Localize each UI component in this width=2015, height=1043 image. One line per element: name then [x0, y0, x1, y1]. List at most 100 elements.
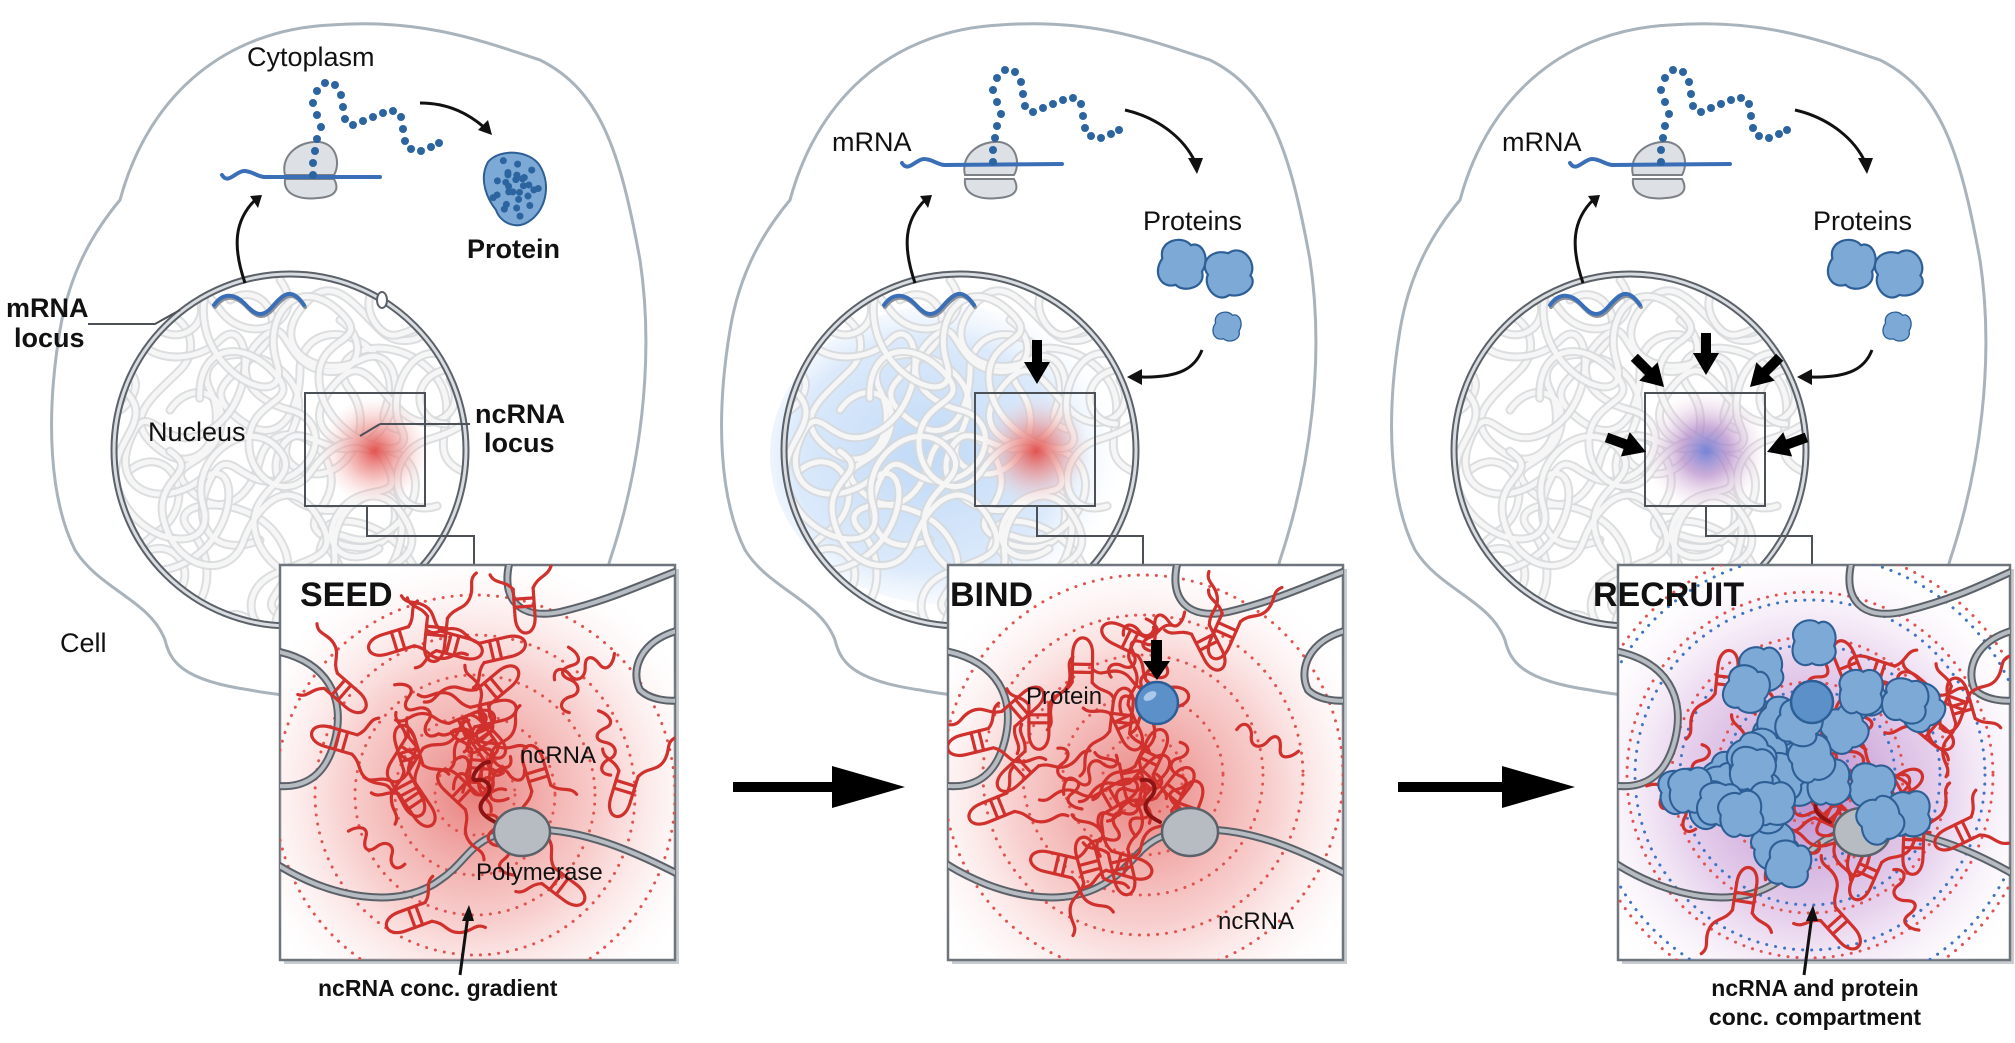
ncrna-gradient-ring: [981, 613, 1305, 937]
amino-acid-bead: [1017, 78, 1025, 86]
amino-acid-bead: [309, 159, 317, 167]
compartment-pointer-arrow: [1802, 914, 1814, 976]
amino-acid-bead: [1745, 100, 1753, 108]
transition-arrow-1: [733, 766, 905, 808]
ncrna-gradient-ring: [1061, 693, 1225, 857]
ncrna-gradient-ring: [313, 633, 637, 957]
folded-bead: [505, 188, 513, 196]
amino-acid-bead: [1749, 124, 1757, 132]
gradient-pointer-arrow: [458, 914, 470, 976]
mrna-locus-strand: [882, 292, 976, 316]
amino-acid-bead: [317, 123, 325, 131]
recruited-protein: [1763, 838, 1814, 890]
amino-acid-bead: [989, 86, 997, 94]
label-cytoplasm: Cytoplasm: [247, 42, 375, 72]
folded-bead: [516, 212, 524, 220]
label-mrna: mRNA: [1502, 127, 1582, 157]
amino-acid-bead: [313, 111, 321, 119]
ncrna-gradient-ring: [393, 713, 557, 877]
protein-icon: [1156, 238, 1207, 290]
amino-acid-bead: [331, 81, 339, 89]
amino-acid-bead: [337, 91, 345, 99]
mrna-locus-strand: [1548, 292, 1642, 316]
label-ncrna-locus-2: locus: [484, 428, 555, 458]
folded-bead: [493, 177, 501, 185]
detail-label-polymerase: Polymerase: [476, 859, 603, 886]
detail-label-ncrna: ncRNA: [1218, 908, 1294, 935]
folded-bead: [526, 201, 534, 209]
amino-acid-bead: [1727, 96, 1735, 104]
ncrna-locus-gradient: [320, 396, 430, 506]
folded-bead: [513, 204, 521, 212]
amino-acid-bead: [417, 147, 425, 155]
label-proteins: Proteins: [1143, 206, 1242, 236]
amino-acid-bead: [401, 137, 409, 145]
detail-label-ncrna: ncRNA: [520, 742, 596, 769]
label-protein: Protein: [467, 234, 560, 264]
caption-recruit-1: ncRNA and protein: [1711, 975, 1918, 1001]
panel-recruit: mRNA Proteins RECRUIT ncRNA: [1390, 22, 2014, 1030]
protein-icon: [1197, 241, 1262, 306]
folded-bead: [525, 181, 533, 189]
amino-acid-bead: [1707, 104, 1715, 112]
label-mrna-locus-2: locus: [14, 323, 85, 353]
panel-seed: Cytoplasm Protein mRNA locus Nucleus ncR…: [6, 22, 679, 1001]
amino-acid-bead: [1081, 124, 1089, 132]
peptide-chain: [989, 66, 1123, 166]
folded-bead: [534, 184, 542, 192]
amino-acid-bead: [1665, 110, 1673, 118]
amino-acid-bead: [1687, 90, 1695, 98]
seed-detail-content: [280, 565, 675, 960]
amino-acid-bead: [407, 145, 415, 153]
folded-bead: [514, 160, 522, 168]
amino-acid-bead: [1661, 122, 1669, 130]
zoom-box: [974, 392, 1096, 507]
amino-acid-bead: [389, 107, 397, 115]
protein-gradient-ring: [1633, 598, 1987, 952]
mrna-locus-strand: [212, 292, 306, 316]
amino-acid-bead: [1661, 74, 1669, 82]
amino-acid-bead: [1747, 112, 1755, 120]
nucleus: [770, 270, 1140, 630]
amino-acid-bead: [1783, 126, 1791, 134]
panel-bind: mRNA Proteins BIND Prot: [720, 22, 1347, 964]
folded-bead: [513, 171, 521, 179]
ncrna-gradient-ring: [433, 753, 517, 837]
label-ncrna-locus-1: ncRNA: [475, 399, 565, 429]
stage-title-recruit: RECRUIT: [1593, 576, 1744, 614]
fold-arrow: [1124, 108, 1197, 163]
amino-acid-bead: [991, 134, 999, 142]
ncrna-gradient-ring: [353, 673, 597, 917]
export-arrow: [235, 198, 257, 284]
amino-acid-bead: [349, 121, 357, 129]
peptide-chain: [1657, 66, 1791, 166]
folded-bead: [524, 192, 532, 200]
ncrna-gradient-ring: [1625, 590, 1995, 960]
amino-acid-bead: [1001, 66, 1009, 74]
amino-acid-bead: [993, 98, 1001, 106]
amino-acid-bead: [1049, 100, 1057, 108]
amino-acid-bead: [1765, 134, 1773, 142]
label-mrna: mRNA: [832, 127, 912, 157]
label-cell: Cell: [60, 628, 107, 658]
amino-acid-bead: [309, 99, 317, 107]
compartment-gradient: [1644, 389, 1768, 513]
amino-acid-bead: [313, 87, 321, 95]
amino-acid-bead: [1657, 158, 1665, 166]
amino-acid-bead: [1069, 94, 1077, 102]
amino-acid-bead: [1697, 108, 1705, 116]
caption-seed: ncRNA conc. gradient: [318, 975, 558, 1001]
amino-acid-bead: [369, 113, 377, 121]
label-proteins: Proteins: [1813, 206, 1912, 236]
folded-bead: [500, 205, 508, 213]
amino-acid-bead: [435, 139, 443, 147]
folded-bead: [528, 166, 536, 174]
nuclear-pore: [376, 291, 388, 309]
amino-acid-bead: [1021, 102, 1029, 110]
amino-acid-bead: [997, 110, 1005, 118]
transition-arrow-2: [1398, 766, 1575, 808]
recruited-protein: [1880, 676, 1930, 726]
amino-acid-bead: [1011, 68, 1019, 76]
folded-bead: [519, 182, 527, 190]
